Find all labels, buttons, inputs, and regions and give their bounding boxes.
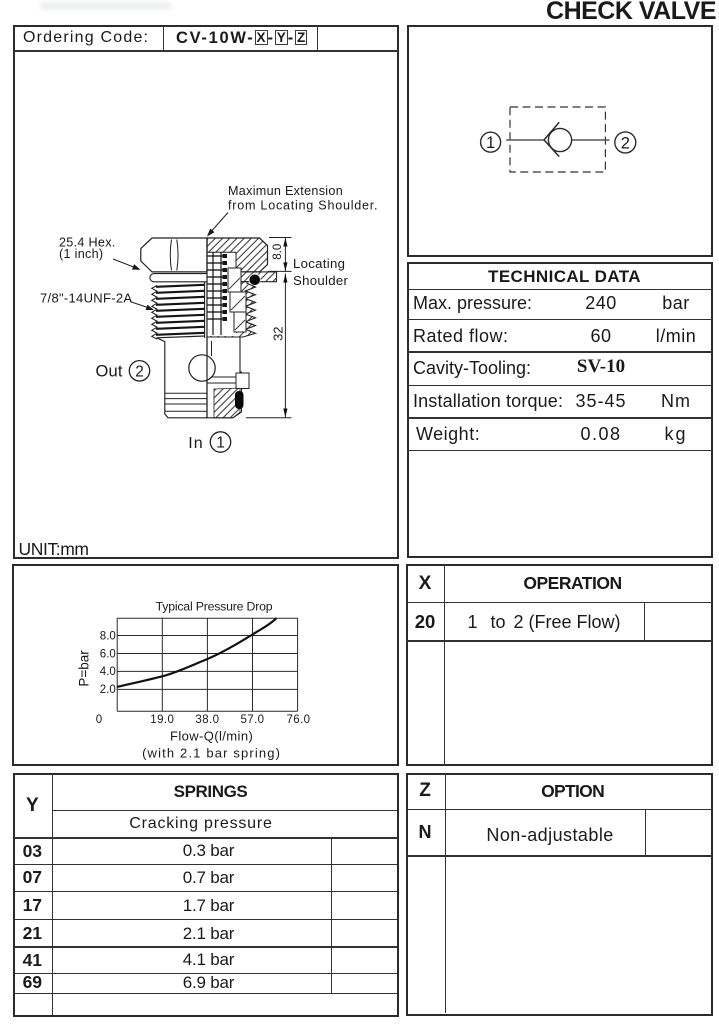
svg-text:8.0: 8.0 <box>272 244 284 260</box>
svg-text:1: 1 <box>486 134 495 152</box>
svg-text:57.0: 57.0 <box>241 714 265 726</box>
svg-text:Flow-Q(l/min): Flow-Q(l/min) <box>170 728 253 743</box>
svg-text:Maximun Extension: Maximun Extension <box>228 184 343 198</box>
svg-text:6.0: 6.0 <box>100 648 116 660</box>
svg-text:Out: Out <box>96 363 123 381</box>
svg-text:0: 0 <box>96 714 102 726</box>
svg-text:2: 2 <box>621 134 630 152</box>
svg-text:7/8"-14UNF-2A: 7/8"-14UNF-2A <box>40 291 132 306</box>
svg-text:19.0: 19.0 <box>150 714 174 726</box>
svg-text:(1 inch): (1 inch) <box>59 247 103 261</box>
svg-text:2.0: 2.0 <box>100 684 116 696</box>
svg-text:In: In <box>188 435 203 452</box>
svg-text:76.0: 76.0 <box>287 714 311 726</box>
svg-text:from Locating Shoulder.: from Locating Shoulder. <box>228 199 378 213</box>
svg-text:25.4 Hex.: 25.4 Hex. <box>59 236 116 250</box>
svg-text:2: 2 <box>135 363 144 380</box>
svg-text:Typical Pressure Drop: Typical Pressure Drop <box>156 600 273 614</box>
svg-text:P=bar: P=bar <box>77 650 92 687</box>
svg-text:38.0: 38.0 <box>195 714 219 726</box>
svg-text:32: 32 <box>270 326 285 340</box>
svg-text:4.0: 4.0 <box>100 666 116 678</box>
svg-text:1: 1 <box>216 435 225 452</box>
svg-text:Locating: Locating <box>293 256 345 271</box>
svg-text:Shoulder: Shoulder <box>293 273 348 288</box>
svg-text:(with 2.1 bar spring): (with 2.1 bar spring) <box>142 746 281 761</box>
svg-text:8.0: 8.0 <box>100 630 116 642</box>
